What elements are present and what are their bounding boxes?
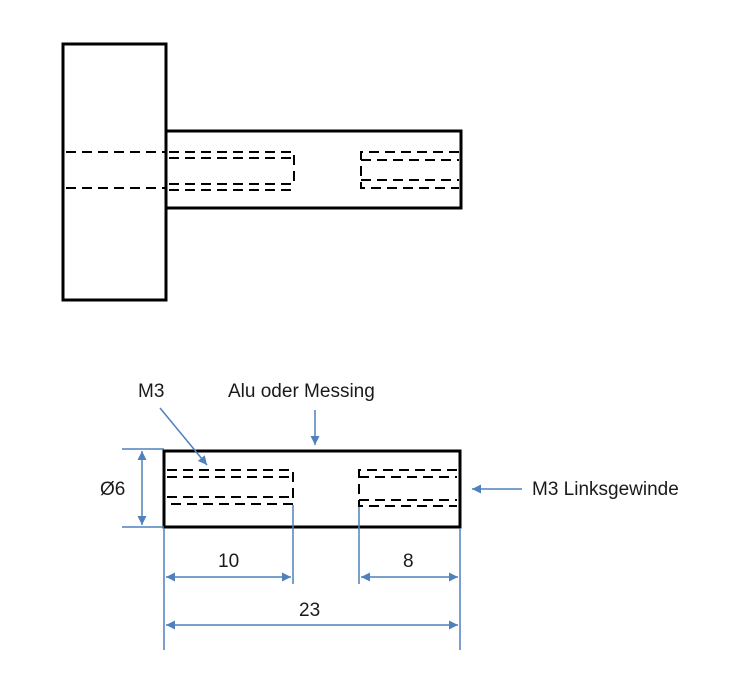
right-bore-thread (359, 476, 457, 501)
shaft-left-bore-hidden (169, 151, 295, 185)
dimension-lines (122, 407, 522, 650)
part-view (162, 449, 462, 529)
label-material: Alu oder Messing (228, 381, 375, 402)
part-body (162, 449, 462, 529)
right-bore-hidden (358, 469, 457, 507)
left-bore-hidden (167, 469, 294, 505)
assembly-view (61, 42, 463, 302)
dim-label-10: 10 (218, 551, 239, 572)
dim-label-8: 8 (403, 551, 414, 572)
shaft-right-bore-thread (361, 159, 459, 181)
label-m3-linksgewinde: M3 Linksgewinde (532, 479, 679, 500)
shaft-body (164, 129, 463, 210)
shaft-left-bore-thread (169, 157, 294, 191)
leader-m3 (159, 407, 208, 466)
dim-label-23: 23 (299, 600, 320, 621)
left-bore-thread (167, 476, 293, 498)
knob-body (61, 42, 168, 302)
label-diameter: Ø6 (100, 479, 125, 500)
shaft-right-bore-hidden (360, 151, 459, 189)
label-m3: M3 (138, 381, 164, 402)
